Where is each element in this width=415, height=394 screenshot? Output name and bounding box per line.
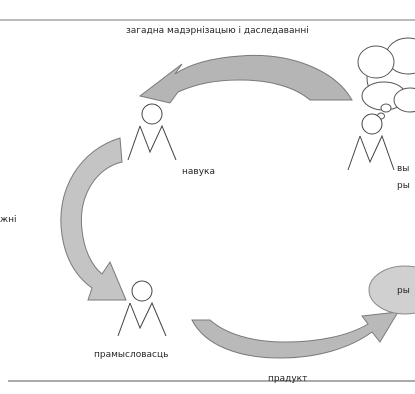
science-label: навука bbox=[182, 167, 215, 177]
consumer-label-partial-2: ры bbox=[397, 181, 410, 191]
thought-bubbles bbox=[377, 103, 392, 120]
thought-cloud bbox=[357, 37, 415, 113]
person-science-icon bbox=[127, 103, 177, 161]
industrialist-label: прамысловасць bbox=[94, 350, 169, 360]
consumer-label-partial: вы bbox=[397, 164, 410, 174]
product-label: прадукт bbox=[268, 374, 308, 384]
market-label-partial: ры bbox=[397, 286, 410, 296]
left-label-partial: жні bbox=[0, 215, 17, 225]
person-industrialist-icon bbox=[117, 280, 167, 337]
left-curved-arrow bbox=[60, 137, 127, 301]
market-ellipse bbox=[368, 265, 415, 315]
person-consumer-icon bbox=[347, 113, 395, 171]
top-curved-arrow bbox=[138, 54, 353, 104]
bottom-curved-arrow bbox=[191, 311, 399, 359]
top-caption: загадна мадэрнізацыю і даследаванні bbox=[126, 26, 309, 36]
